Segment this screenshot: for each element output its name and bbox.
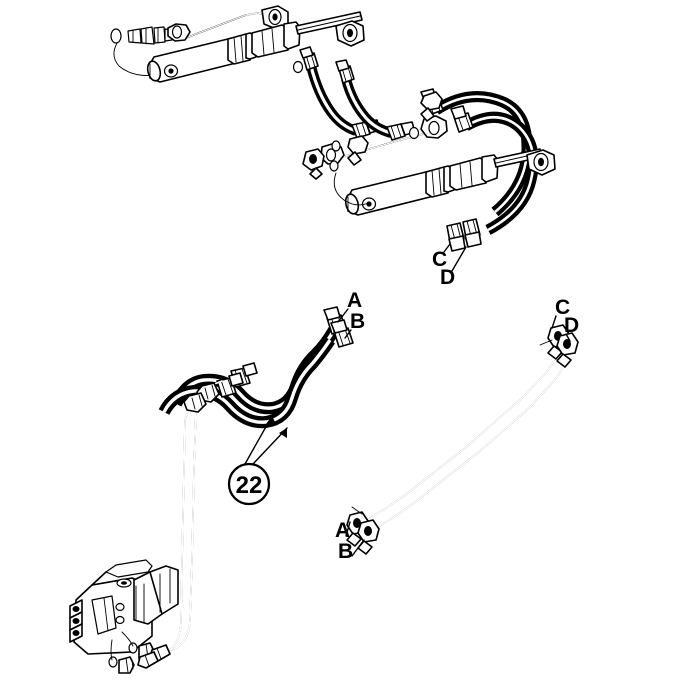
arrowhead-22-b [279, 428, 287, 438]
hex-nut-tube-left [167, 23, 191, 42]
leader-D-upper [451, 246, 467, 272]
part-number-label: 22 [236, 472, 263, 499]
cylinder-rear-port [163, 64, 179, 78]
seal-ring-upper-gland [292, 60, 304, 74]
seal-ring-mid-a [408, 126, 420, 140]
leader-C-pipe [551, 315, 557, 329]
hose-upper-pair-1 [299, 46, 381, 139]
seal-ring-mid-b [331, 140, 341, 152]
callout-C-pipe: C [555, 296, 570, 319]
pipe-to-valve-outer [151, 380, 223, 657]
callout-B-hose22: B [350, 310, 365, 333]
arrowhead-22-a [266, 416, 276, 424]
pipe-nut-upper-2 [183, 392, 207, 413]
valve-leader-1 [121, 631, 134, 647]
hose22-ferrule-left-2 [216, 372, 244, 398]
callout-C-upper: C [432, 248, 447, 271]
leader-B-pipe [351, 539, 365, 557]
hose-ferrule-d1 [450, 105, 474, 133]
part-number-bubble[interactable] [227, 462, 271, 506]
callout-D-pipe: D [564, 314, 579, 337]
callout-A-hose22: A [347, 289, 362, 312]
callout-D-upper: D [440, 266, 455, 289]
valve-leader-2 [110, 639, 113, 661]
lower-cyl-leader [333, 172, 369, 206]
hose-end-fitting-C [446, 222, 466, 252]
pipe-tick-lower [351, 506, 363, 515]
callout-A-pipe: A [335, 519, 350, 542]
leader-A-hose22 [337, 308, 349, 323]
loose-stud-fitting-2 [347, 135, 369, 166]
lower-rod-eye [526, 149, 556, 176]
lower-cylinder-barrel [329, 148, 556, 216]
leader-C-upper [443, 243, 451, 253]
plug-fitting-left [127, 26, 173, 45]
rod-eye-upper [335, 20, 365, 47]
hose-ferrule-a1 [299, 46, 319, 71]
control-valve-block [69, 559, 179, 674]
hose-end-fitting-D [462, 218, 482, 248]
seal-ring-loose [110, 28, 122, 44]
pipe-end-stub-2 [137, 651, 159, 669]
loose-stud-fitting-1 [420, 91, 443, 122]
leader-B-hose22 [344, 329, 352, 339]
hose-ferrule-b1 [335, 59, 355, 84]
banjo-bolt-lower-left [302, 148, 325, 180]
leader-D-pipe [565, 333, 571, 342]
callout-B-pipe: B [338, 540, 353, 563]
pipe-fitting-B [357, 519, 380, 555]
upper-cylinder-assembly: C D [110, 5, 556, 289]
hose-upper-pair-2 [335, 59, 416, 141]
pipe-tick-upper [539, 339, 553, 346]
long-pipe-assembly: C D A B [335, 296, 579, 563]
pipe-fitting-D [556, 332, 579, 368]
valve-adapter-2 [108, 656, 135, 674]
seal-ring-lower-cyl [329, 160, 339, 172]
upper-cylinder-barrel [146, 11, 365, 83]
leader-A-pipe [345, 521, 351, 537]
